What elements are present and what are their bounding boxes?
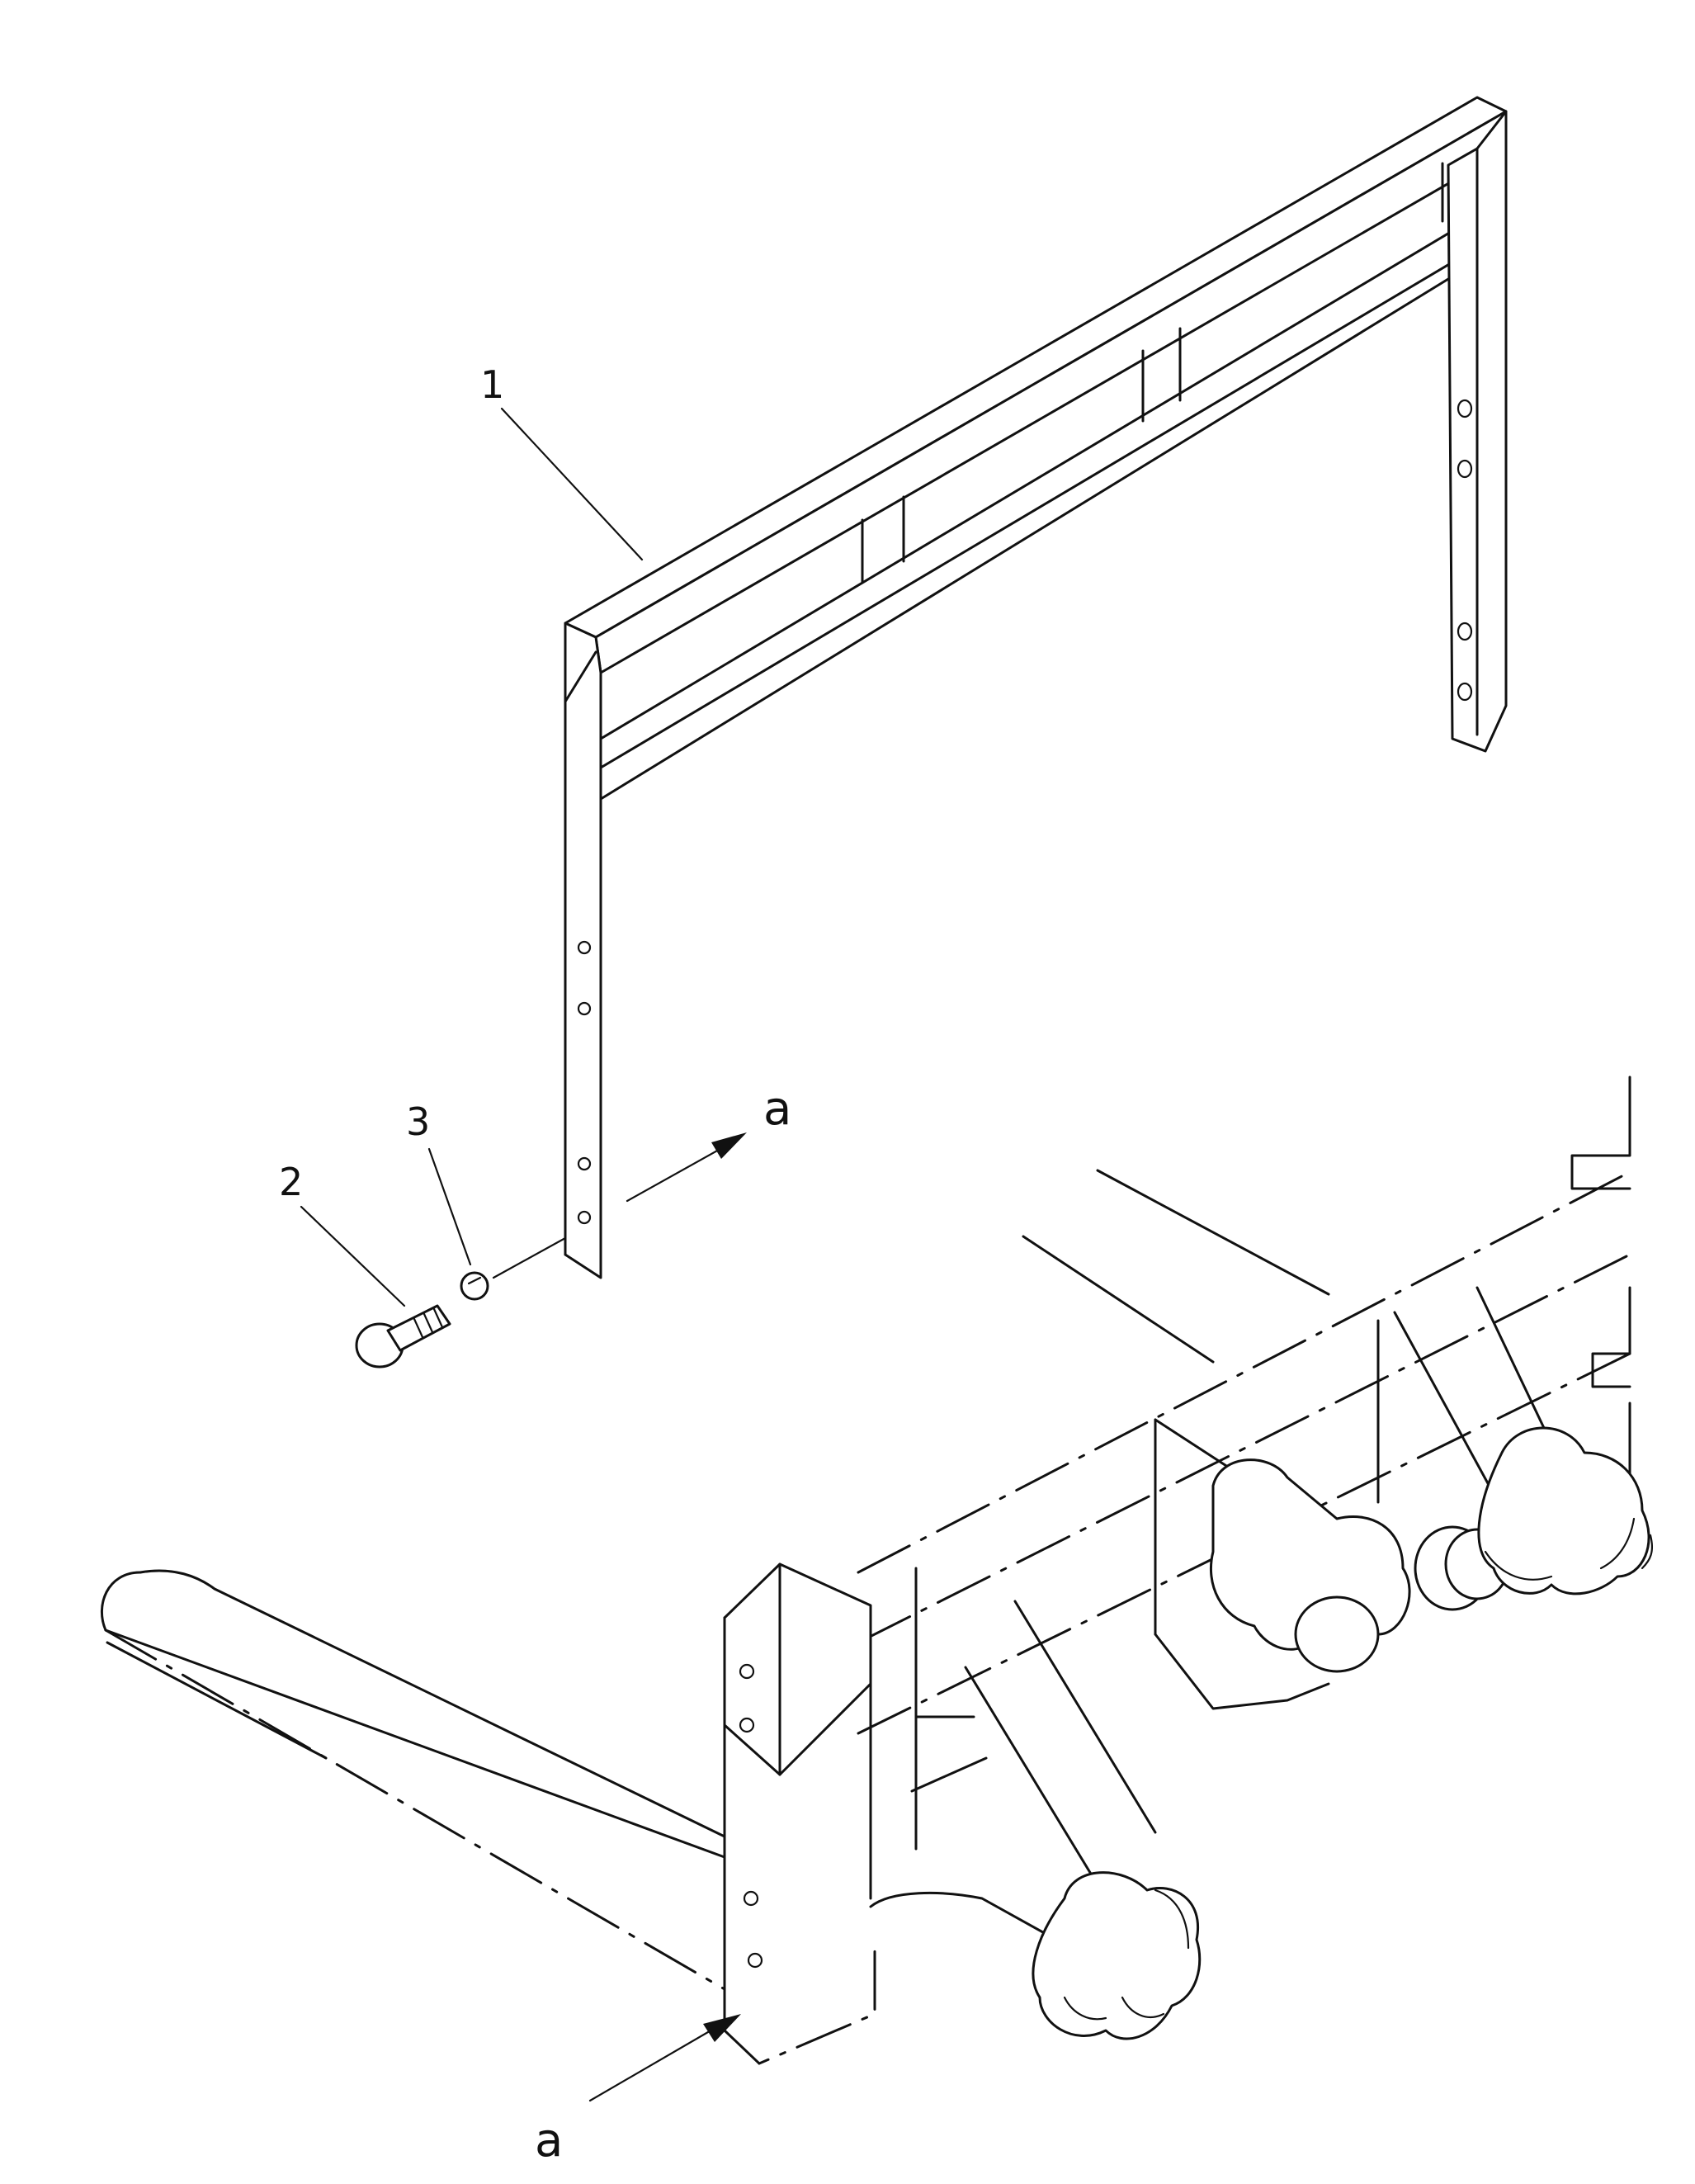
guard-left-hole-1 xyxy=(577,940,592,955)
roller-group-mid xyxy=(1209,1458,1510,1673)
carriage-right-end-top xyxy=(1570,1075,1631,1190)
roller-right-detail-2 xyxy=(1599,1517,1636,1570)
carriage-beam-top-edge xyxy=(857,1170,1631,1574)
carriage-arm-line-6 xyxy=(1393,1311,1495,1496)
carriage-arm-line-10 xyxy=(1154,1418,1239,1475)
carriage-arm-line-2 xyxy=(910,1756,988,1793)
fork-tine-upper xyxy=(139,1569,726,1838)
callout-3-label: 3 xyxy=(406,1099,430,1144)
roller-right-body xyxy=(1477,1426,1650,1595)
guard-left-upright xyxy=(564,622,602,1279)
fork-tine-bevel xyxy=(106,1641,328,1760)
roller-group-bottom xyxy=(1032,1871,1202,2040)
bolt-thread-3 xyxy=(432,1307,444,1329)
callout-2-label: 2 xyxy=(279,1160,303,1204)
carriage-back-line-1 xyxy=(1096,1169,1330,1296)
washer-split xyxy=(467,1276,482,1285)
roller-bottom-detail-2 xyxy=(1121,1996,1165,2018)
guard-top-surface xyxy=(564,96,1508,639)
bolt[interactable] xyxy=(355,1304,451,1369)
fork-block-top xyxy=(723,1562,872,1776)
washer[interactable] xyxy=(460,1271,489,1301)
carriage-arm-line-4 xyxy=(964,1666,1107,1900)
marker-a-label-bottom: a xyxy=(535,2114,563,2167)
guard-lower-rail-edge xyxy=(599,277,1450,801)
guard-left-hole-3 xyxy=(577,1156,592,1171)
load-backrest-guard[interactable] xyxy=(564,96,1508,1279)
marker-a-arrow-shaft xyxy=(626,1144,728,1203)
guard-left-hole-4 xyxy=(577,1210,592,1225)
marker-a-lower-arrow-shaft xyxy=(588,2025,720,2102)
washer-ring xyxy=(460,1271,489,1301)
assembly-path-line xyxy=(492,1236,567,1279)
carriage-beam-mid-edge xyxy=(857,1253,1631,1644)
fork-block-hole-4 xyxy=(747,1952,763,1969)
callout-3-leader xyxy=(427,1147,472,1266)
roller-bottom-detail-3 xyxy=(1154,1889,1190,1950)
bolt-thread-2 xyxy=(423,1312,434,1334)
guard-right-hole-4 xyxy=(1457,682,1473,702)
roller-bottom-detail-1 xyxy=(1063,1996,1107,2021)
fork-block-bottom xyxy=(723,1938,876,2065)
carriage-arm-line-5 xyxy=(1013,1600,1157,1834)
fork-carriage-assembly xyxy=(101,1075,1654,2065)
marker-a-label-top: a xyxy=(763,1082,791,1136)
roller-right-detail-3 xyxy=(1641,1534,1654,1570)
callout-1-leader xyxy=(500,407,644,561)
fork-block-hole-3 xyxy=(743,1890,759,1907)
roller-group-right xyxy=(1477,1426,1654,1595)
roller-bottom-body xyxy=(1032,1871,1202,2040)
bolt-thread-1 xyxy=(413,1317,424,1339)
guard-right-hole-1 xyxy=(1457,399,1473,418)
guard-left-upright-bevel xyxy=(564,650,597,703)
marker-a-arrowhead xyxy=(711,1132,747,1159)
fork-tine-top xyxy=(101,1571,726,1859)
carriage-lower-curve-2 xyxy=(1154,1633,1330,1710)
roller-right-detail-1 xyxy=(1484,1550,1553,1581)
guard-right-hole-2 xyxy=(1457,459,1473,479)
callout-1-label: 1 xyxy=(480,362,504,407)
guard-top-front-face xyxy=(594,110,1508,674)
carriage-back-line-2 xyxy=(1022,1235,1215,1364)
roller-mid-lobe xyxy=(1294,1595,1380,1673)
carriage-right-end-mid xyxy=(1591,1286,1631,1388)
fork-block-hole-2 xyxy=(739,1717,755,1733)
callout-2-leader xyxy=(300,1205,406,1307)
fork-tine-lower xyxy=(104,1629,726,1991)
carriage-lower-curve-1 xyxy=(869,1891,1058,1941)
marker-a-lower-arrowhead xyxy=(703,2014,741,2042)
guard-left-hole-2 xyxy=(577,1001,592,1016)
fork-block-hole-1 xyxy=(739,1663,755,1680)
guard-cross-rail xyxy=(599,215,1479,769)
guard-right-hole-3 xyxy=(1457,622,1473,641)
